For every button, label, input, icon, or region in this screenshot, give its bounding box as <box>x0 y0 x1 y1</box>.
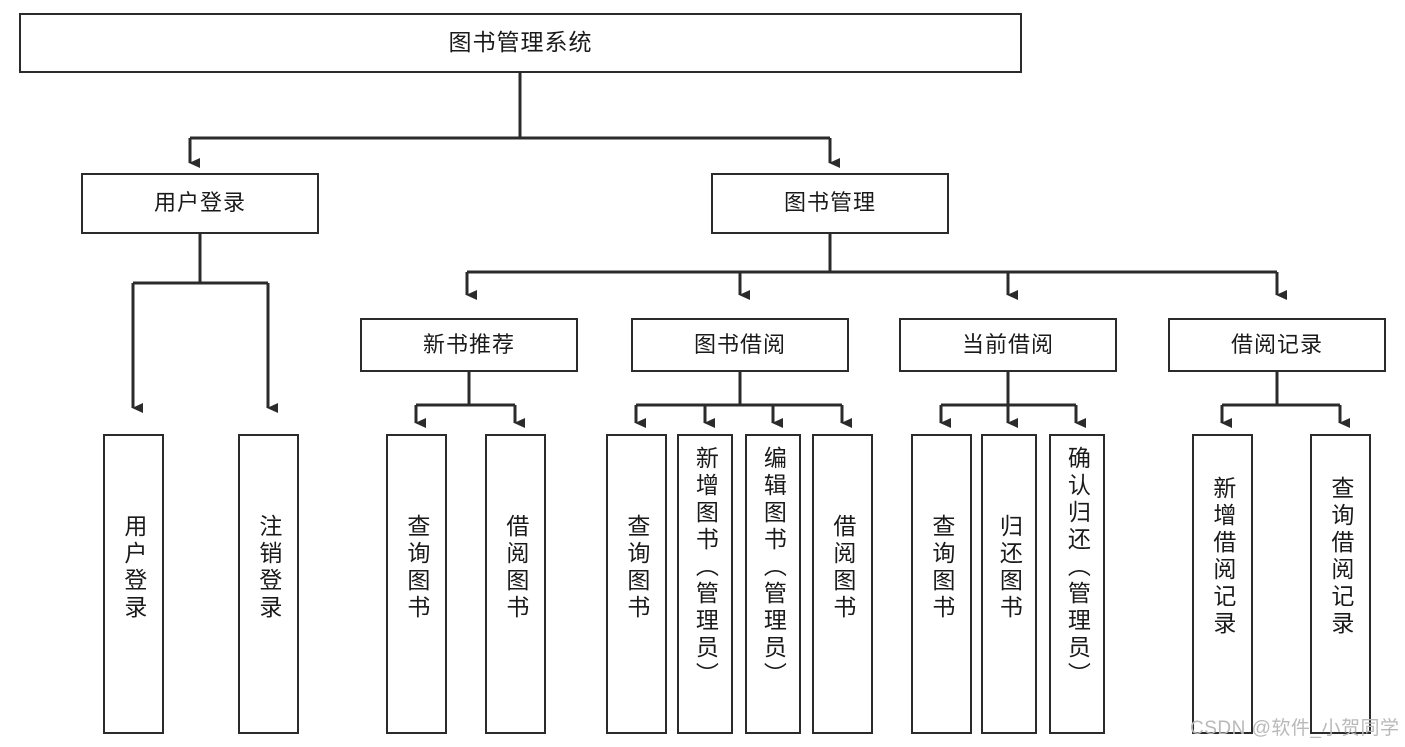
node-label: 图书管理 <box>783 190 876 216</box>
node-label: 新书推荐 <box>422 331 515 357</box>
leaf-label: 确认归还（管理员） <box>1064 446 1091 689</box>
node-label: 当前借阅 <box>961 331 1054 357</box>
leaf-label: 查询图书 <box>928 514 955 622</box>
leaf-label: 注销登录 <box>255 514 282 622</box>
leaf-confirm-return-admin[interactable]: 确认归还（管理员） <box>1049 434 1105 734</box>
leaf-label: 查询借阅记录 <box>1327 476 1354 638</box>
node-current-borrowing[interactable]: 当前借阅 <box>899 318 1117 372</box>
leaf-logout[interactable]: 注销登录 <box>238 434 299 734</box>
leaf-label: 编辑图书（管理员） <box>760 446 787 689</box>
node-new-book-recommendation[interactable]: 新书推荐 <box>360 318 578 372</box>
node-label: 用户登录 <box>153 190 246 216</box>
node-borrowing-records[interactable]: 借阅记录 <box>1168 318 1386 372</box>
leaf-label: 新增图书（管理员） <box>692 446 719 689</box>
leaf-return-books[interactable]: 归还图书 <box>981 434 1037 734</box>
leaf-label: 用户登录 <box>120 514 147 622</box>
node-user-login[interactable]: 用户登录 <box>81 173 319 234</box>
node-label: 借阅记录 <box>1230 331 1323 357</box>
leaf-borrow-books-newbook[interactable]: 借阅图书 <box>485 434 546 734</box>
leaf-query-books-current[interactable]: 查询图书 <box>911 434 972 734</box>
leaf-edit-book-admin[interactable]: 编辑图书（管理员） <box>745 434 801 734</box>
leaf-query-books-newbook[interactable]: 查询图书 <box>386 434 447 734</box>
node-book-management[interactable]: 图书管理 <box>711 173 949 234</box>
leaf-label: 新增借阅记录 <box>1209 476 1236 638</box>
node-root-book-management-system[interactable]: 图书管理系统 <box>19 13 1022 73</box>
node-label: 图书管理系统 <box>448 29 593 56</box>
leaf-borrow-books[interactable]: 借阅图书 <box>812 434 873 734</box>
leaf-label: 归还图书 <box>996 514 1023 622</box>
leaf-query-books-borrow[interactable]: 查询图书 <box>606 434 667 734</box>
watermark-csdn: CSDN @软件_小贺同学 <box>1190 718 1400 739</box>
leaf-query-borrow-record[interactable]: 查询借阅记录 <box>1310 434 1371 734</box>
leaf-label: 借阅图书 <box>502 514 529 622</box>
node-label: 图书借阅 <box>693 331 786 357</box>
leaf-user-login[interactable]: 用户登录 <box>103 434 164 734</box>
leaf-add-book-admin[interactable]: 新增图书（管理员） <box>677 434 733 734</box>
leaf-label: 借阅图书 <box>829 514 856 622</box>
leaf-label: 查询图书 <box>623 514 650 622</box>
leaf-label: 查询图书 <box>403 514 430 622</box>
leaf-add-borrow-record[interactable]: 新增借阅记录 <box>1192 434 1253 734</box>
node-book-borrowing[interactable]: 图书借阅 <box>631 318 849 372</box>
